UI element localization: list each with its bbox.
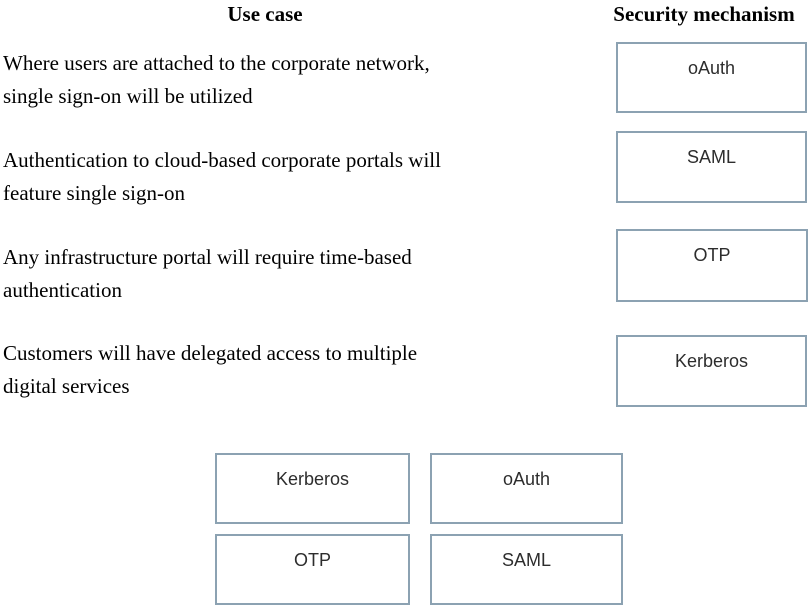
use-case-line: Authentication to cloud-based corporate … — [3, 148, 441, 172]
use-case-line: digital services — [3, 374, 130, 398]
use-case-column-header: Use case — [227, 2, 303, 26]
answer-slot-oauth[interactable]: oAuth — [616, 42, 807, 113]
use-case-item: Any infrastructure portal will require t… — [3, 241, 563, 307]
drag-option-otp[interactable]: OTP — [215, 534, 410, 605]
use-case-line: Customers will have delegated access to … — [3, 341, 418, 365]
answer-slot-saml[interactable]: SAML — [616, 131, 807, 203]
security-mechanism-column-header: Security mechanism — [613, 2, 795, 26]
use-case-item: Where users are attached to the corporat… — [3, 47, 563, 113]
use-case-item: Authentication to cloud-based corporate … — [3, 144, 563, 210]
drag-option-oauth[interactable]: oAuth — [430, 453, 623, 524]
drag-option-kerberos[interactable]: Kerberos — [215, 453, 410, 524]
use-case-line: Where users are attached to the corporat… — [3, 51, 430, 75]
use-case-line: authentication — [3, 278, 122, 302]
use-case-line: Any infrastructure portal will require t… — [3, 245, 412, 269]
use-case-item: Customers will have delegated access to … — [3, 337, 563, 403]
drag-option-saml[interactable]: SAML — [430, 534, 623, 605]
answer-slot-otp[interactable]: OTP — [616, 229, 808, 302]
answer-slot-kerberos[interactable]: Kerberos — [616, 335, 807, 407]
use-case-line: single sign-on will be utilized — [3, 84, 253, 108]
use-case-line: feature single sign-on — [3, 181, 185, 205]
